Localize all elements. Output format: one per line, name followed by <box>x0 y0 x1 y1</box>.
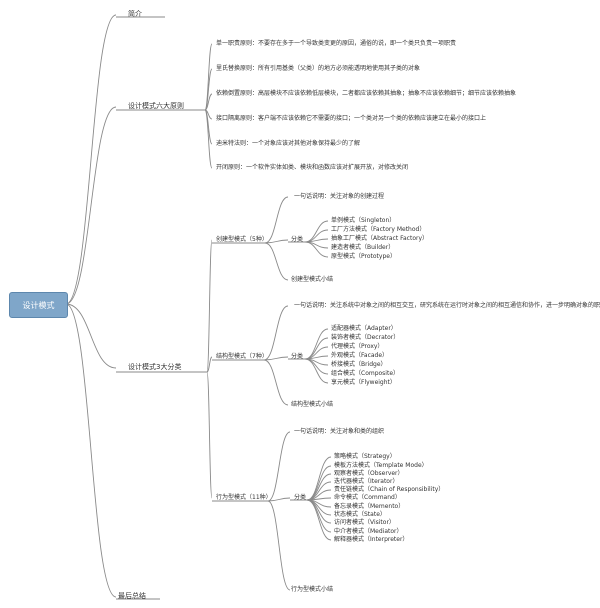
behavioral-item[interactable]: 模板方法模式（Template Mode） <box>334 462 428 469</box>
creational-item[interactable]: 建造者模式（Builder） <box>331 244 395 251</box>
principle-branch-line <box>204 109 213 169</box>
creational-summary[interactable]: 一句话说明：关注对象的创建过程 <box>294 193 385 200</box>
behavioral-item[interactable]: 观察者模式（Observer） <box>334 470 404 477</box>
principles-node[interactable]: 设计模式六大原则 <box>128 102 184 110</box>
behavioral-branch-line <box>267 500 291 591</box>
behavioral-item[interactable]: 迭代器模式（Iterator） <box>334 478 399 485</box>
category-branch-line <box>206 371 213 499</box>
principle-lsp[interactable]: 里氏替换原则：所有引用基类（父类）的地方必须能透明地使用其子类的对象 <box>216 65 421 72</box>
structural-item[interactable]: 桥接模式（Bridge） <box>331 361 387 368</box>
structural-item[interactable]: 组合模式（Composite） <box>331 370 400 377</box>
principle-branch-line <box>204 68 213 111</box>
structural-branch-line <box>263 305 289 361</box>
creational-branch-line <box>264 242 289 281</box>
root-label: 设计模式 <box>22 300 55 310</box>
structural-conclusion[interactable]: 结构型模式小结 <box>291 401 334 408</box>
creational-classify[interactable]: 分类 <box>291 236 304 243</box>
behavioral-item-line <box>306 456 332 501</box>
behavioral-item[interactable]: 责任链模式（Chain of Responsibility） <box>334 486 445 493</box>
behavioral-item-line <box>306 499 332 533</box>
creational-item[interactable]: 工厂方法模式（Factory Method） <box>331 226 426 233</box>
category-branch-line <box>206 239 213 373</box>
principle-isp[interactable]: 接口隔离原则：客户端不应该依赖它不需要的接口；一个类对另一个类的依赖应该建立在最… <box>216 115 487 122</box>
intro-node[interactable]: 简介 <box>128 10 142 18</box>
behavioral-item[interactable]: 中介者模式（Mediator） <box>334 528 403 535</box>
root-branch-line <box>65 14 117 305</box>
root-branch-line <box>65 303 117 369</box>
behavioral-item[interactable]: 访问者模式（Visitor） <box>334 519 395 526</box>
creational-item[interactable]: 单例模式（Singleton） <box>331 217 396 224</box>
behavioral-node[interactable]: 行为型模式（11种） <box>216 494 272 501</box>
structural-classify[interactable]: 分类 <box>291 353 304 360</box>
structural-item[interactable]: 外观模式（Facade） <box>331 352 389 359</box>
structural-node[interactable]: 结构型模式（7种） <box>216 353 268 360</box>
behavioral-branch-line <box>267 431 291 502</box>
root-node[interactable]: 设计模式 <box>9 292 68 318</box>
principle-ocp[interactable]: 开闭原则：一个软件实体如类、模块和函数应该对扩展开放，对修改关闭 <box>216 164 409 171</box>
creational-item[interactable]: 抽象工厂模式（Abstract Factory） <box>331 235 429 242</box>
behavioral-item-line <box>306 499 332 541</box>
structural-item[interactable]: 享元模式（Flyweight） <box>331 379 396 386</box>
creational-item[interactable]: 原型模式（Prototype） <box>331 253 396 260</box>
behavioral-item[interactable]: 解释器模式（Interpreter） <box>334 536 409 543</box>
creational-item-line <box>304 241 329 258</box>
creational-node[interactable]: 创建型模式（5种） <box>216 236 268 243</box>
principle-srp[interactable]: 单一职责原则：不要存在多于一个导致类变更的原因，通俗的说，即一个类只负责一项职责 <box>216 40 457 47</box>
creational-branch-line <box>264 196 289 244</box>
behavioral-item[interactable]: 策略模式（Strategy） <box>334 453 396 460</box>
creational-item-line <box>304 238 329 243</box>
structural-item-line <box>304 328 329 360</box>
behavioral-summary[interactable]: 一句话说明：关注对象和类的组织 <box>294 428 385 435</box>
categories-node[interactable]: 设计模式3大分类 <box>128 363 182 371</box>
creational-conclusion[interactable]: 创建型模式小结 <box>291 276 334 283</box>
behavioral-conclusion[interactable]: 行为型模式小结 <box>291 586 334 593</box>
behavioral-item[interactable]: 备忘录模式（Memento） <box>334 503 405 510</box>
structural-item[interactable]: 代理模式（Proxy） <box>331 343 384 350</box>
final-summary-node[interactable]: 最后总结 <box>118 592 146 600</box>
behavioral-branch-line <box>267 497 291 502</box>
structural-item-line <box>304 358 329 384</box>
structural-item[interactable]: 装饰者模式（Decrator） <box>331 334 400 341</box>
structural-branch-line <box>263 359 289 406</box>
behavioral-classify[interactable]: 分类 <box>294 494 307 501</box>
principle-dip[interactable]: 依赖倒置原则：高层模块不应该依赖低层模块，二者都应该依赖其抽象；抽象不应该依赖细… <box>216 90 517 97</box>
behavioral-item[interactable]: 命令模式（Command） <box>334 494 401 501</box>
principle-lod[interactable]: 迪米特法则：一个对象应该对其他对象保持最少的了解 <box>216 140 361 147</box>
creational-branch-line <box>264 239 289 244</box>
root-branch-line <box>65 303 117 598</box>
category-branch-line <box>206 356 213 373</box>
behavioral-item-line <box>306 481 332 501</box>
behavioral-item-line <box>306 499 332 516</box>
structural-summary[interactable]: 一句话说明：关注系统中对象之间的相互交互，研究系统在运行时对象之间的相互通信和协… <box>294 302 600 309</box>
structural-item[interactable]: 适配器模式（Adapter） <box>331 325 397 332</box>
structural-branch-line <box>263 356 289 361</box>
root-branch-line <box>65 106 117 305</box>
behavioral-item[interactable]: 状态模式（State） <box>334 511 386 518</box>
principle-branch-line <box>204 93 213 111</box>
